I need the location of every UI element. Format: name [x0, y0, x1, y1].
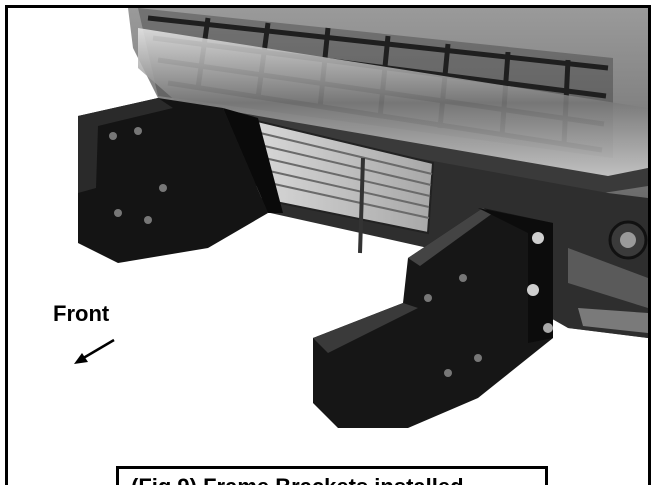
right-frame-bracket	[313, 208, 553, 428]
figure-caption-box: (Fig 9) Frame Brackets installed	[116, 466, 548, 485]
arrow-down-left-icon	[74, 338, 115, 364]
oil-cooler	[251, 118, 435, 254]
front-direction-label: Front	[53, 301, 110, 326]
figure-frame: Front (Fig 9) Frame Brackets installed	[5, 5, 651, 485]
left-frame-bracket	[78, 98, 283, 263]
vehicle-front-photo	[78, 8, 648, 428]
